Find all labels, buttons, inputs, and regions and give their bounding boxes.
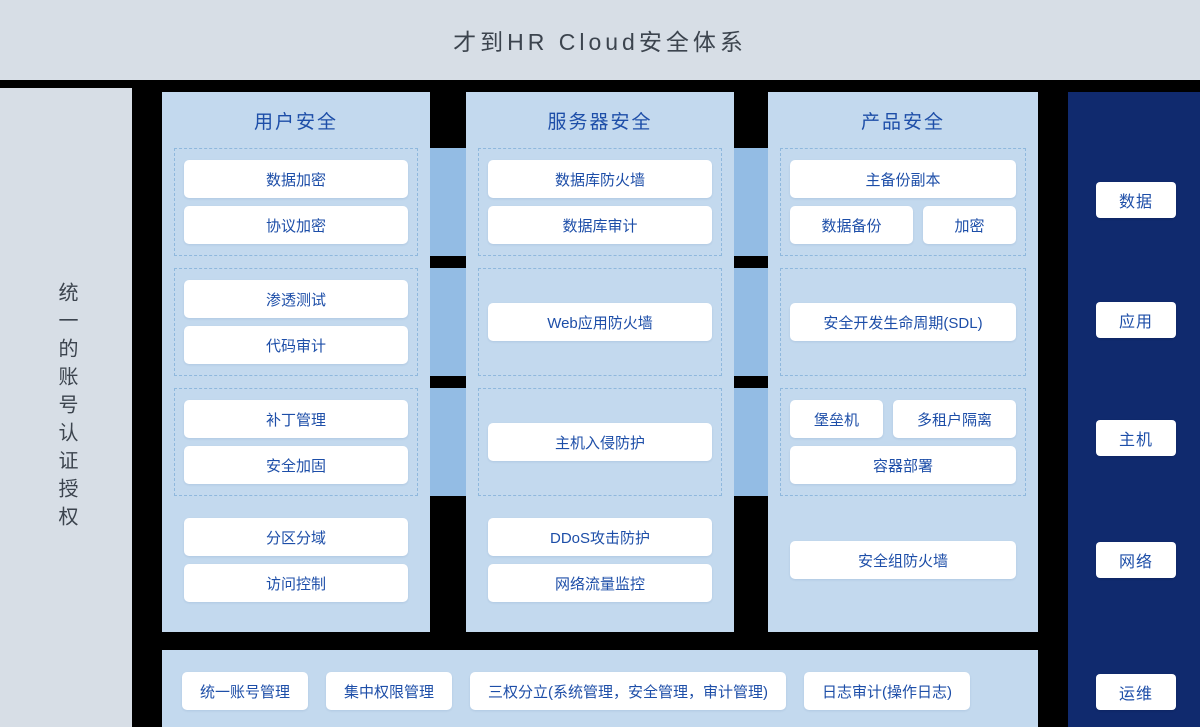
capability-chip[interactable]: 堡垒机 xyxy=(790,400,883,438)
capability-chip[interactable]: 数据库审计 xyxy=(488,206,712,244)
column-connector xyxy=(734,388,768,496)
band-group: Web应用防火墙 xyxy=(478,268,722,376)
chip-row: 分区分域 xyxy=(184,518,408,556)
band-chip-stack: 堡垒机多租户隔离容器部署 xyxy=(781,389,1025,495)
column-title-product-security: 产品安全 xyxy=(860,111,945,133)
capability-chip[interactable]: 补丁管理 xyxy=(184,400,408,438)
band-group: 渗透测试代码审计 xyxy=(174,268,418,376)
column-connector xyxy=(430,268,466,376)
chip-row: 安全组防火墙 xyxy=(790,541,1016,579)
band-group: 数据加密协议加密 xyxy=(174,148,418,256)
chip-row: 堡垒机多租户隔离 xyxy=(790,400,1016,438)
band-chip-stack: 数据加密协议加密 xyxy=(175,149,417,255)
governance-chip[interactable]: 统一账号管理 xyxy=(182,672,309,710)
header-bar: 才到HR Cloud安全体系 xyxy=(0,0,1200,80)
governance-chip[interactable]: 日志审计(操作日志) xyxy=(804,672,971,710)
column-product-security: 产品安全主备份副本数据备份加密安全开发生命周期(SDL)堡垒机多租户隔离容器部署… xyxy=(768,92,1038,632)
band-chip-stack: 渗透测试代码审计 xyxy=(175,269,417,375)
band-group: 补丁管理安全加固 xyxy=(174,388,418,496)
bottom-chip-row: 统一账号管理集中权限管理三权分立(系统管理，安全管理，审计管理) 日志审计(操作日… xyxy=(182,672,1018,710)
chip-row: 安全加固 xyxy=(184,446,408,484)
band-chip-stack: 主机入侵防护 xyxy=(479,389,721,495)
chip-row: 容器部署 xyxy=(790,446,1016,484)
chip-row: 数据库防火墙 xyxy=(488,160,712,198)
band-group: 安全开发生命周期(SDL) xyxy=(780,268,1026,376)
capability-chip[interactable]: DDoS攻击防护 xyxy=(488,518,712,556)
band-chip-stack: DDoS攻击防护网络流量监控 xyxy=(479,501,721,619)
band-chip-stack: 主备份副本数据备份加密 xyxy=(781,149,1025,255)
band-group: 主机入侵防护 xyxy=(478,388,722,496)
layer-chip-2[interactable]: 应用 xyxy=(1096,302,1176,338)
capability-chip[interactable]: 安全组防火墙 xyxy=(790,541,1016,579)
chip-row: 主机入侵防护 xyxy=(488,423,712,461)
capability-chip[interactable]: 分区分域 xyxy=(184,518,408,556)
column-server-security: 服务器安全数据库防火墙数据库审计 Web应用防火墙主机入侵防护 DDoS攻击防护网络… xyxy=(466,92,734,632)
column-connector xyxy=(430,148,466,256)
capability-chip[interactable]: Web应用防火墙 xyxy=(488,303,712,341)
chip-row: 渗透测试 xyxy=(184,280,408,318)
capability-chip[interactable]: 加密 xyxy=(923,206,1016,244)
chip-row: 协议加密 xyxy=(184,206,408,244)
capability-chip[interactable]: 访问控制 xyxy=(184,564,408,602)
band-group: 安全组防火墙 xyxy=(780,500,1026,620)
capability-chip[interactable]: 数据库防火墙 xyxy=(488,160,712,198)
layer-chip-1[interactable]: 数据 xyxy=(1096,182,1176,218)
capability-chip[interactable]: 代码审计 xyxy=(184,326,408,364)
chip-row: 主备份副本 xyxy=(790,160,1016,198)
bottom-panel-governance: 统一账号管理集中权限管理三权分立(系统管理，安全管理，审计管理) 日志审计(操作日… xyxy=(162,650,1038,727)
layer-chip-5[interactable]: 运维 xyxy=(1096,674,1176,710)
capability-chip[interactable]: 容器部署 xyxy=(790,446,1016,484)
column-user-security: 用户安全数据加密协议加密渗透测试代码审计补丁管理安全加固分区分域访问控制 xyxy=(162,92,430,632)
column-connector xyxy=(734,148,768,256)
capability-chip[interactable]: 安全开发生命周期(SDL) xyxy=(790,303,1016,341)
layer-chip-4[interactable]: 网络 xyxy=(1096,542,1176,578)
chip-row: 网络流量监控 xyxy=(488,564,712,602)
column-title-server-security: 服务器安全 xyxy=(547,111,653,133)
band-chip-stack: 安全组防火墙 xyxy=(781,501,1025,619)
chip-row: 代码审计 xyxy=(184,326,408,364)
capability-chip[interactable]: 渗透测试 xyxy=(184,280,408,318)
chip-row: 数据备份加密 xyxy=(790,206,1016,244)
chip-row: Web应用防火墙 xyxy=(488,303,712,341)
capability-chip[interactable]: 数据备份 xyxy=(790,206,913,244)
capability-chip[interactable]: 安全加固 xyxy=(184,446,408,484)
capability-chip[interactable]: 主备份副本 xyxy=(790,160,1016,198)
capability-chip[interactable]: 协议加密 xyxy=(184,206,408,244)
right-panel-layers: 数据应用主机网络运维 xyxy=(1068,92,1200,727)
left-panel-label: 统一的账号认证授权 xyxy=(55,281,77,534)
capability-chip[interactable]: 主机入侵防护 xyxy=(488,423,712,461)
capability-chip[interactable]: 数据加密 xyxy=(184,160,408,198)
governance-chip[interactable]: 集中权限管理 xyxy=(326,672,453,710)
chip-row: 安全开发生命周期(SDL) xyxy=(790,303,1016,341)
chip-row: 访问控制 xyxy=(184,564,408,602)
page-title: 才到HR Cloud安全体系 xyxy=(453,29,747,55)
chip-row: 数据库审计 xyxy=(488,206,712,244)
layer-chip-3[interactable]: 主机 xyxy=(1096,420,1176,456)
band-chip-stack: 数据库防火墙数据库审计 xyxy=(479,149,721,255)
band-chip-stack: 安全开发生命周期(SDL) xyxy=(781,269,1025,375)
chip-row: DDoS攻击防护 xyxy=(488,518,712,556)
band-chip-stack: 补丁管理安全加固 xyxy=(175,389,417,495)
column-connector xyxy=(430,388,466,496)
capability-chip[interactable]: 多租户隔离 xyxy=(893,400,1016,438)
band-chip-stack: 分区分域访问控制 xyxy=(175,501,417,619)
band-chip-stack: Web应用防火墙 xyxy=(479,269,721,375)
band-group: DDoS攻击防护网络流量监控 xyxy=(478,500,722,620)
band-group: 主备份副本数据备份加密 xyxy=(780,148,1026,256)
band-group: 分区分域访问控制 xyxy=(174,500,418,620)
governance-chip[interactable]: 三权分立(系统管理，安全管理，审计管理) xyxy=(470,672,787,710)
band-group: 数据库防火墙数据库审计 xyxy=(478,148,722,256)
capability-chip[interactable]: 网络流量监控 xyxy=(488,564,712,602)
column-title-user-security: 用户安全 xyxy=(253,111,338,133)
column-connector xyxy=(734,268,768,376)
left-panel-unified-auth: 统一的账号认证授权 xyxy=(0,88,132,727)
chip-row: 补丁管理 xyxy=(184,400,408,438)
band-group: 堡垒机多租户隔离容器部署 xyxy=(780,388,1026,496)
chip-row: 数据加密 xyxy=(184,160,408,198)
